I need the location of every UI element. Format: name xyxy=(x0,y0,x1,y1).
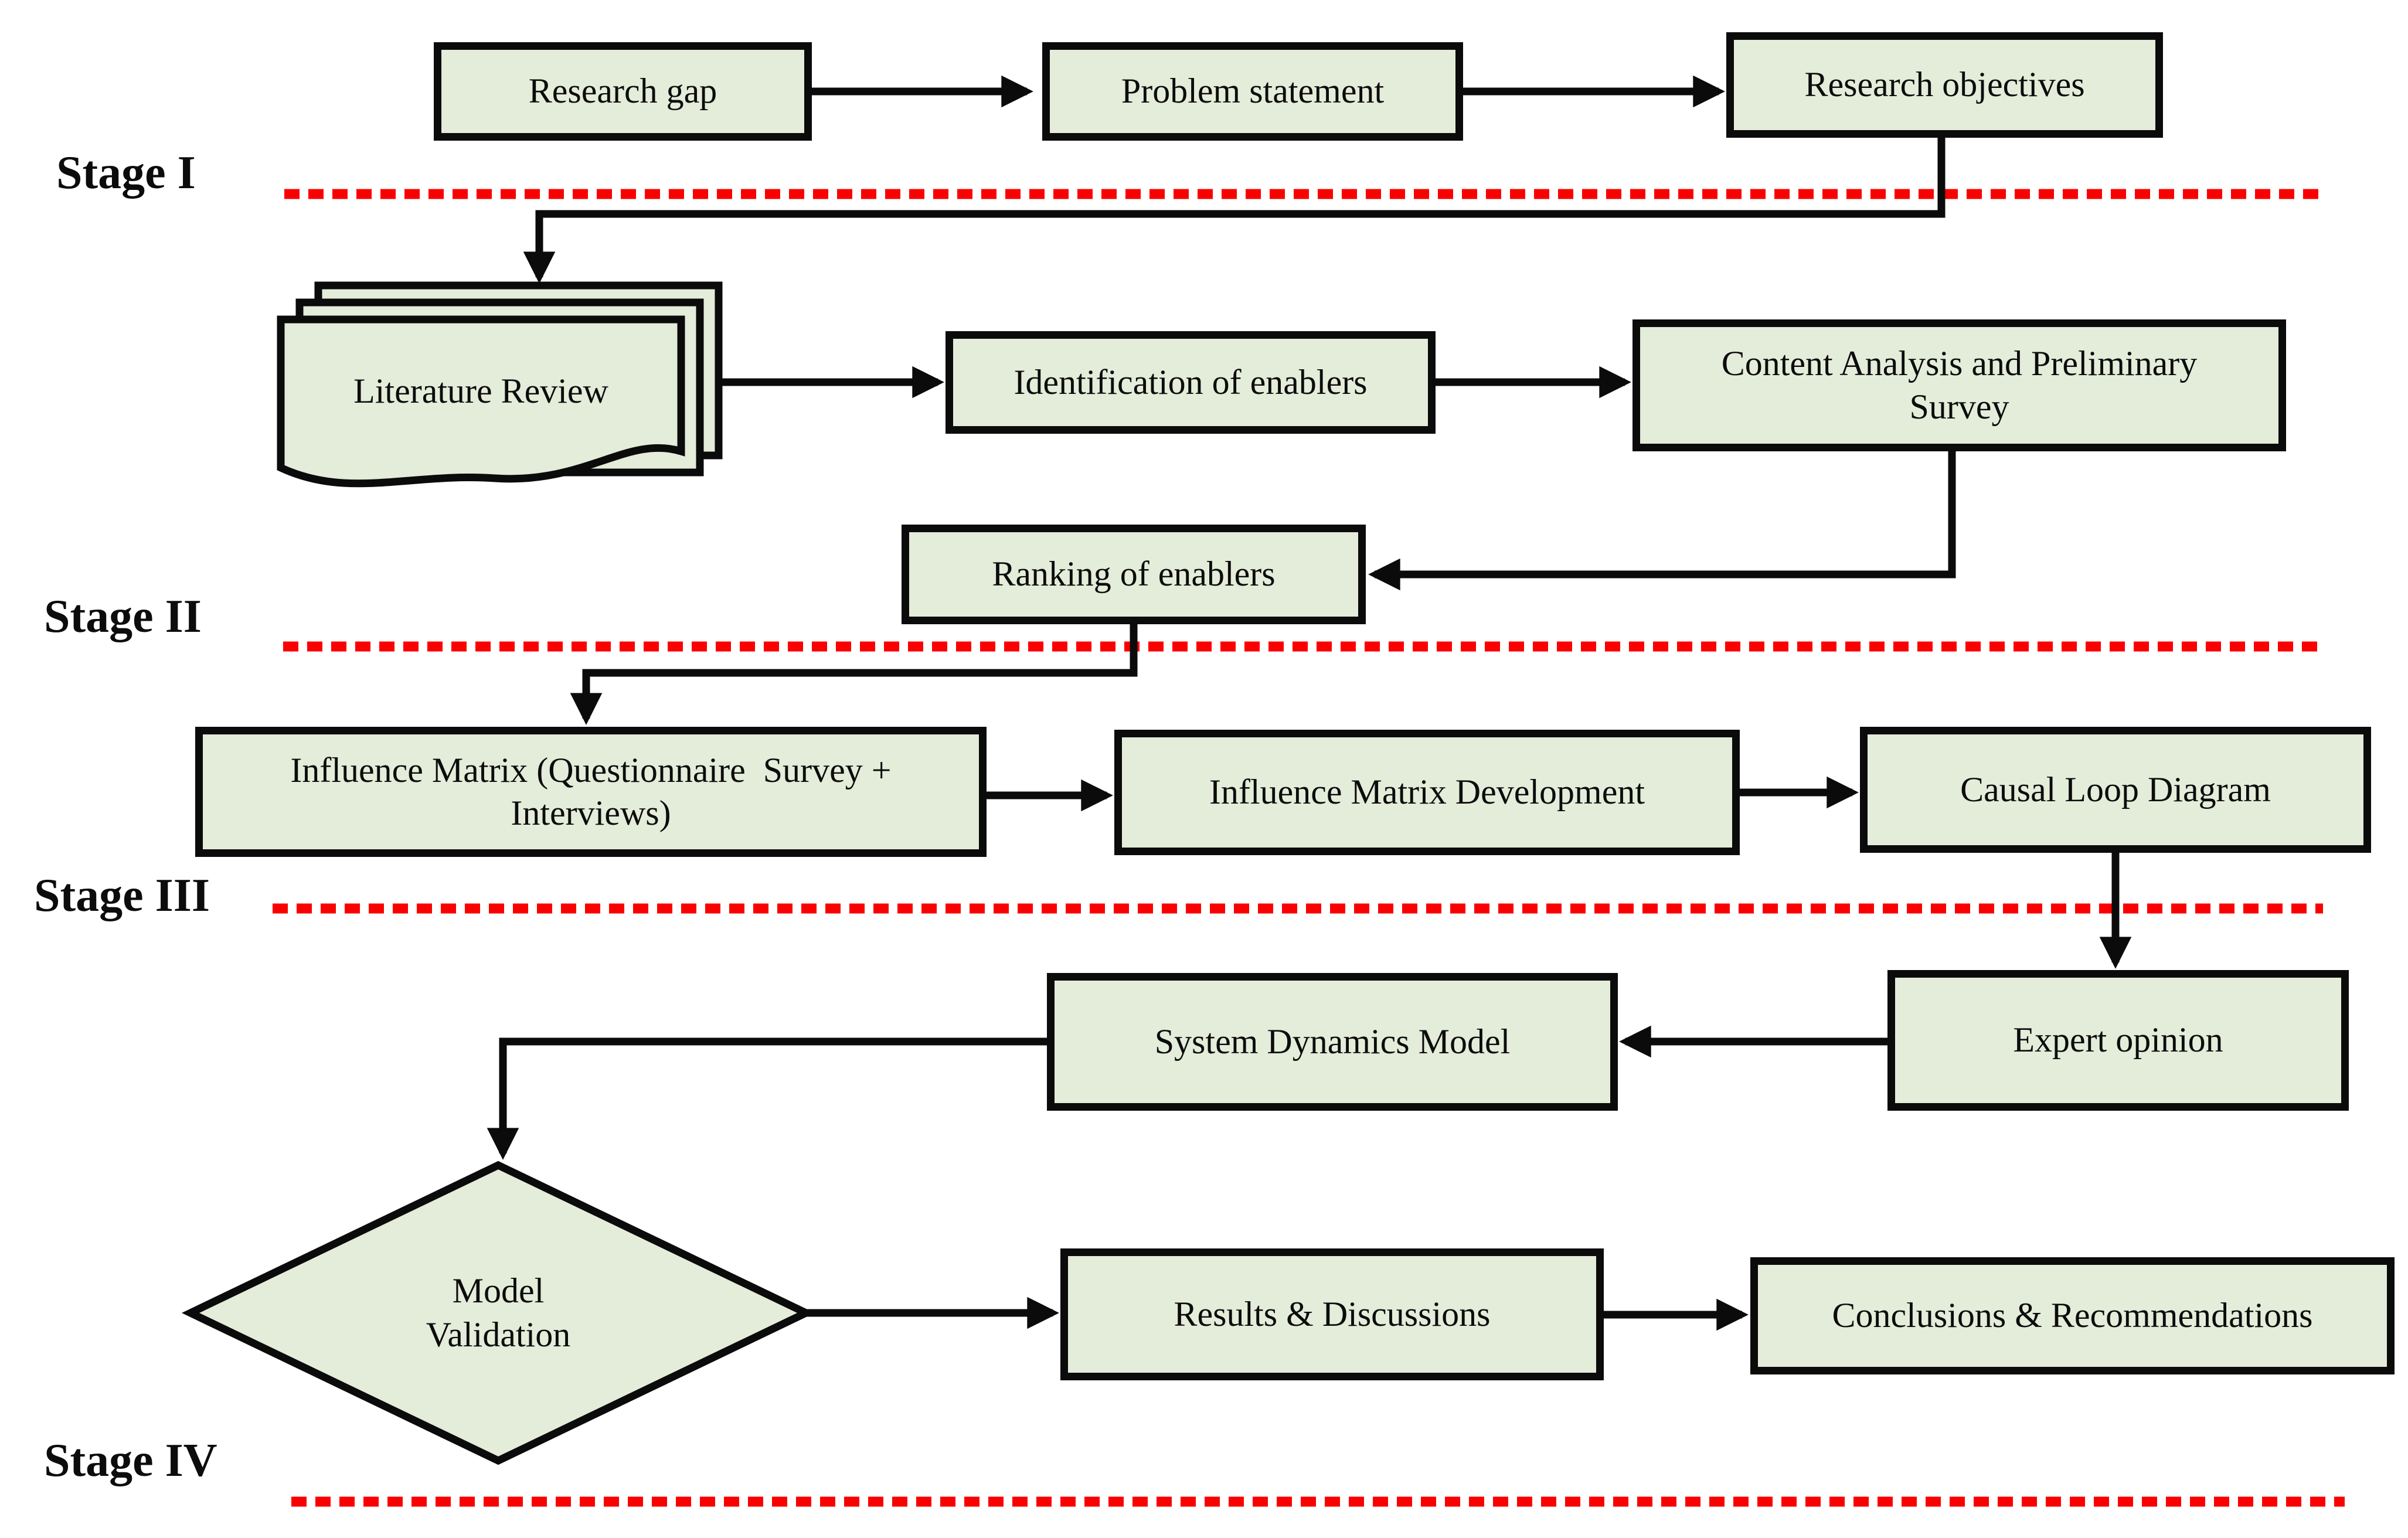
stage-4-label: Stage IV xyxy=(44,1435,217,1486)
stage-divider-lines xyxy=(273,189,2345,1507)
connector-ranking-to-influence-matrix xyxy=(570,624,1138,725)
node-system-dynamics-model: System Dynamics Model xyxy=(1047,973,1618,1111)
stage-2-label: Stage II xyxy=(44,591,202,642)
document-page-front-icon xyxy=(277,315,685,488)
stage-1-label: Stage I xyxy=(56,147,196,199)
node-identification-of-enablers: Identification of enablers xyxy=(945,331,1436,434)
flow-connectors xyxy=(487,75,2132,1331)
stage-3-label: Stage III xyxy=(34,870,210,921)
connector-content-to-ranking xyxy=(1368,451,1956,591)
connector-sdm-to-validation xyxy=(487,1037,1047,1160)
node-research-gap: Research gap xyxy=(434,42,812,141)
node-research-objectives: Research objectives xyxy=(1726,32,2163,138)
node-problem-statement: Problem statement xyxy=(1042,42,1463,141)
decision-diamond-shape xyxy=(181,1161,815,1465)
node-ranking-of-enablers: Ranking of enablers xyxy=(902,525,1366,624)
node-influence-matrix-development: Influence Matrix Development xyxy=(1114,730,1740,855)
connector-objectives-to-literature xyxy=(523,138,1946,284)
node-causal-loop-diagram: Causal Loop Diagram xyxy=(1860,727,2371,853)
node-expert-opinion: Expert opinion xyxy=(1887,970,2349,1111)
node-results-discussions: Results & Discussions xyxy=(1060,1248,1604,1380)
node-content-analysis-preliminary-survey: Content Analysis and Preliminary Survey xyxy=(1632,319,2286,451)
node-conclusions-recommendations: Conclusions & Recommendations xyxy=(1750,1257,2395,1374)
literature-review-document-stack xyxy=(277,281,723,488)
node-influence-matrix-survey: Influence Matrix (Questionnaire Survey +… xyxy=(195,727,987,857)
